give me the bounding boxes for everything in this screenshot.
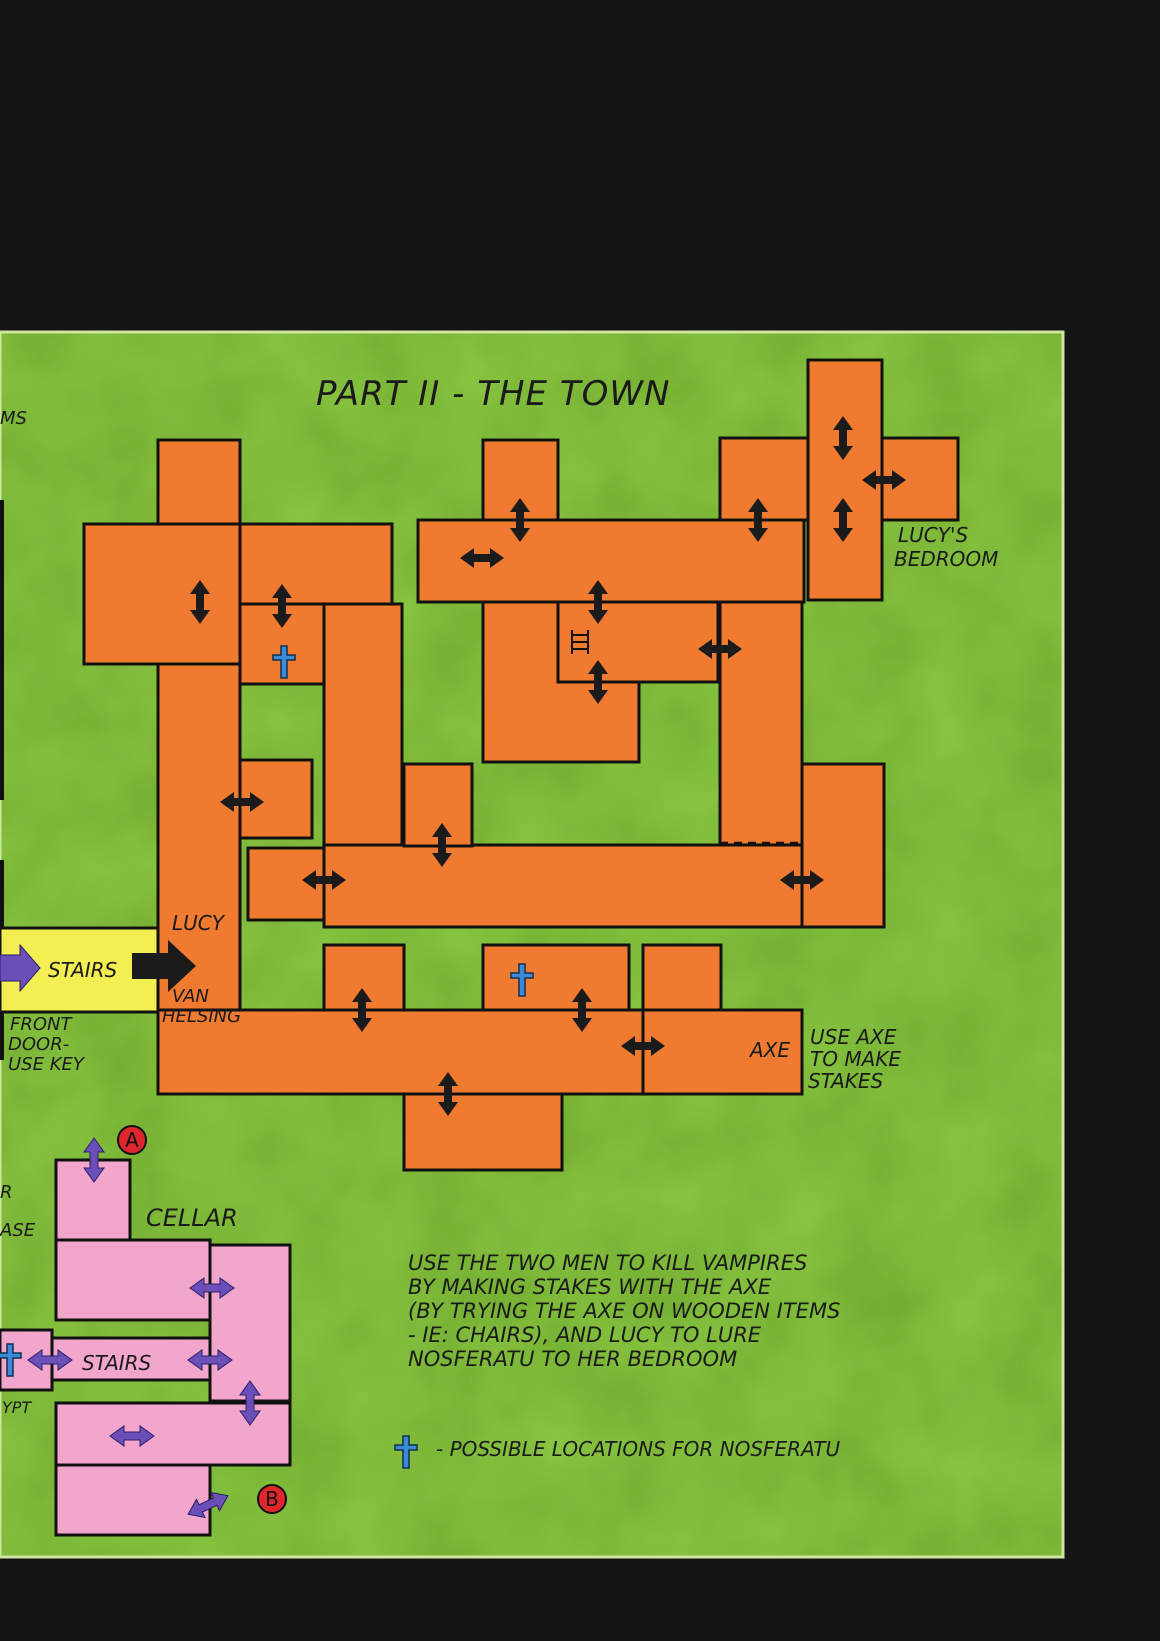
room (641, 943, 723, 1012)
instruction-line: - IE: CHAIRS), AND LUCY TO LURE (408, 1323, 762, 1347)
ladder-icon (571, 630, 589, 654)
room (718, 598, 804, 847)
label-lucy: LUCY (172, 911, 226, 935)
label-front-door-2: DOOR- (8, 1034, 69, 1055)
instruction-line: (BY TRYING THE AXE ON WOODEN ITEMS (408, 1299, 840, 1323)
room (208, 1243, 292, 1403)
label-stairs-top: STAIRS (48, 958, 118, 982)
axe-room (641, 1008, 804, 1096)
room (54, 1238, 212, 1322)
label-stairs-cellar: STAIRS (82, 1351, 152, 1375)
town-rooms (82, 358, 960, 1172)
badge-a-label: A (125, 1128, 139, 1152)
instruction-line: NOSFERATU TO HER BEDROOM (408, 1347, 737, 1371)
dashed-doorways (238, 604, 802, 845)
room (238, 522, 394, 606)
edge-fragment-ms: MS (0, 408, 27, 429)
legend-text: - POSSIBLE LOCATIONS FOR NOSFERATU (436, 1437, 841, 1461)
room (800, 762, 886, 929)
room (322, 843, 804, 929)
label-crypt-fragment: YPT (2, 1398, 32, 1417)
label-van: VAN (172, 986, 209, 1007)
badge-b-label: B (265, 1487, 279, 1511)
badge-a: A (117, 1125, 147, 1155)
room (54, 1463, 212, 1537)
label-cellar: CELLAR (146, 1204, 238, 1232)
instruction-line: USE THE TWO MEN TO KILL VAMPIRES (408, 1251, 807, 1275)
double-arrow-icon (0, 943, 41, 993)
room (82, 522, 242, 666)
label-use-axe-2: TO MAKE (810, 1047, 901, 1071)
label-use-axe-3: STAKES (808, 1069, 884, 1093)
room (481, 943, 631, 1012)
label-front-door-3: USE KEY (8, 1054, 86, 1075)
badge-b: B (257, 1484, 287, 1514)
room (402, 1092, 564, 1172)
edge-fragment-r: R (0, 1182, 13, 1203)
instructions-block: USE THE TWO MEN TO KILL VAMPIRES BY MAKI… (408, 1251, 840, 1371)
label-helsing: HELSING (162, 1006, 241, 1027)
map-title: PART II - THE TOWN (316, 374, 670, 414)
edge-fragment-ase: ASE (0, 1220, 36, 1241)
instruction-line: BY MAKING STAKES WITH THE AXE (408, 1275, 772, 1299)
stairs-arrow-right (132, 940, 196, 992)
label-lucys-bedroom-2: BEDROOM (894, 547, 998, 571)
label-use-axe-1: USE AXE (810, 1025, 897, 1049)
label-front-door-1: FRONT (10, 1014, 73, 1035)
label-axe: AXE (748, 1038, 790, 1062)
label-lucys-bedroom-1: LUCY'S (898, 523, 968, 547)
